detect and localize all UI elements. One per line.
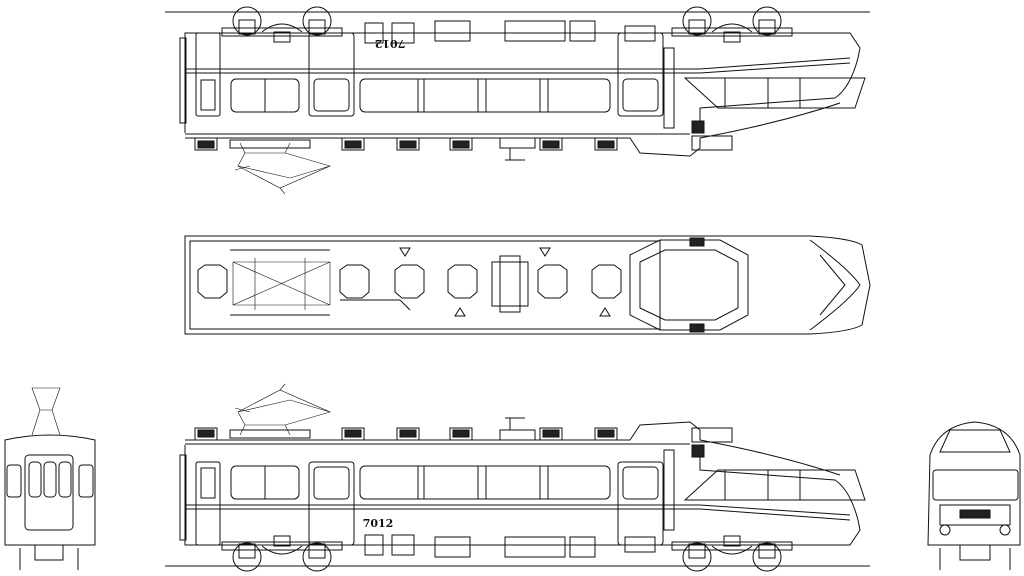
rear-end-view [5,388,95,570]
side-view [165,384,870,571]
plan-view [185,236,870,334]
front-end-view [928,422,1020,570]
car-number-mirrored: 7012 [375,37,406,50]
car-number: 7012 [363,517,394,530]
side-view-mirrored [165,7,870,194]
